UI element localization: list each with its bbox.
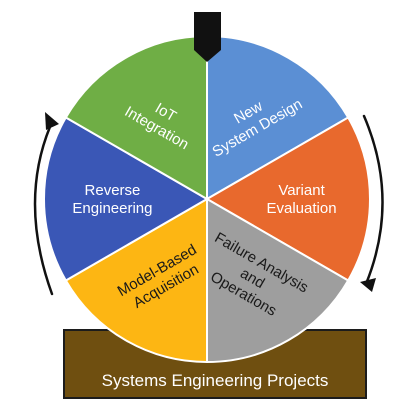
wheel-segment-variant-evaluation bbox=[205, 116, 371, 282]
rotation-arrow-left bbox=[33, 112, 59, 296]
segment-label-line: Engineering bbox=[72, 200, 152, 217]
pointer-marker bbox=[194, 12, 221, 62]
wheel-segment-iot-integration bbox=[64, 34, 208, 201]
wheel-segment-failure-analysis bbox=[206, 197, 350, 364]
wheel-segment-new-system-design bbox=[206, 34, 350, 201]
base-label: Systems Engineering Projects bbox=[102, 371, 329, 390]
wheel-segment-model-based-acquisition bbox=[64, 197, 208, 364]
rotation-arrow-right bbox=[360, 114, 384, 292]
wheel-segment-reverse-engineering bbox=[43, 116, 209, 282]
segment-label-line: Variant bbox=[278, 182, 325, 199]
segment-label-line: Reverse bbox=[85, 182, 141, 199]
segment-label-line: Evaluation bbox=[267, 200, 337, 217]
